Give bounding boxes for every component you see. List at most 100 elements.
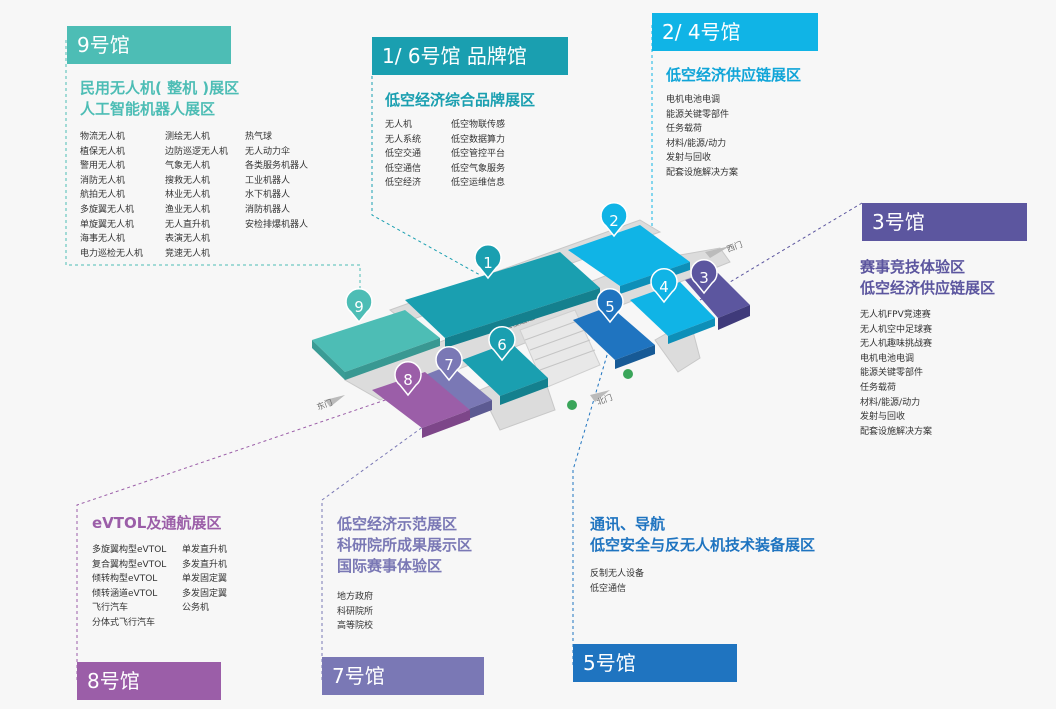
pin-5[interactable]: 5 <box>596 288 624 324</box>
list-item: 电机电池电调 <box>860 353 915 364</box>
list-item: 工业机器人 <box>245 175 291 186</box>
pin-2[interactable]: 2 <box>600 202 628 238</box>
hall-7-title-line: 科研院所成果展示区 <box>337 536 473 554</box>
list-item: 竞速无人机 <box>165 248 211 259</box>
hall-16-col-1: 无人机 无人系统 低空交通 低空通信 低空经济 <box>385 118 451 191</box>
list-item: 材料/能源/动力 <box>860 397 921 408</box>
pin-8[interactable]: 8 <box>394 361 422 397</box>
hall-7-title: 低空经济示范展区 科研院所成果展示区 国际赛事体验区 <box>337 514 472 577</box>
list-item: 任务载荷 <box>860 382 897 393</box>
svg-text:8: 8 <box>403 371 413 389</box>
list-item: 地方政府 <box>337 592 374 602</box>
list-item: 发射与回收 <box>666 153 712 164</box>
leader-line-8 <box>76 394 401 680</box>
hall-8-col-1: 多旋翼构型eVTOL 复合翼构型eVTOL 倾转构型eVTOL 倾转涵道eVTO… <box>92 543 182 631</box>
hall-5-title-line: 低空安全与反无人机技术装备展区 <box>590 536 816 554</box>
list-item: 低空通信 <box>385 163 422 174</box>
hall-8-item-list: 多旋翼构型eVTOL 复合翼构型eVTOL 倾转构型eVTOL 倾转涵道eVTO… <box>92 543 252 631</box>
pin-6[interactable]: 6 <box>488 326 516 362</box>
list-item: 配套设施解决方案 <box>666 167 739 178</box>
hall-3-item-list: 无人机FPV竞速赛 无人机空中足球赛 无人机趣味挑战赛 电机电池电调 能源关键零… <box>860 308 932 439</box>
list-item: 电机电池电调 <box>666 95 721 105</box>
pin-1[interactable]: 1 <box>474 244 502 280</box>
hall-24-title: 低空经济供应链展区 <box>666 66 802 84</box>
pin-9[interactable]: 9 <box>345 288 373 324</box>
list-item: 电力巡检无人机 <box>80 248 144 259</box>
hall-9-col-3: 热气球 无人动力伞 各类服务机器人 工业机器人 水下机器人 消防机器人 安检排爆… <box>245 130 335 261</box>
list-item: 倾转构型eVTOL <box>92 574 158 585</box>
hall-8-block[interactable] <box>372 372 470 438</box>
list-item: 低空管控平台 <box>451 149 506 160</box>
list-item: 多发固定翼 <box>182 588 228 599</box>
list-item: 发射与回收 <box>860 412 906 423</box>
hall-7-item-list: 地方政府 科研院所 高等院校 <box>337 590 373 634</box>
hall-5-block[interactable] <box>573 306 655 369</box>
list-item: 气象无人机 <box>165 161 211 172</box>
list-item: 材料/能源/动力 <box>666 138 727 149</box>
list-item: 海事无人机 <box>80 234 126 245</box>
list-item: 无人机空中足球赛 <box>860 324 933 335</box>
list-item: 复合翼构型eVTOL <box>92 559 167 570</box>
pin-3[interactable]: 3 <box>690 259 718 295</box>
list-item: 低空物联传感 <box>451 120 506 130</box>
hall-9-title: 民用无人机( 整机 )展区 人工智能机器人展区 <box>80 78 239 120</box>
list-item: 各类服务机器人 <box>245 161 309 172</box>
list-item: 反制无人设备 <box>590 569 645 579</box>
list-item: 高等院校 <box>337 621 374 632</box>
hall-7-tag: 7号馆 <box>322 657 484 695</box>
hall-6-block[interactable] <box>462 342 548 405</box>
list-item: 消防机器人 <box>245 204 291 215</box>
hall-8-title: eVTOL及通航展区 <box>92 514 222 532</box>
hall-3-tag: 3号馆 <box>862 203 1027 241</box>
list-item: 单旋翼无人机 <box>80 219 135 230</box>
hall-8-col-2: 单发直升机 多发直升机 单发固定翼 多发固定翼 公务机 <box>182 543 252 631</box>
pin-4[interactable]: 4 <box>650 268 678 304</box>
west-gate-arrow <box>705 246 730 258</box>
list-item: 任务载荷 <box>666 124 703 135</box>
hall-9-title-line: 人工智能机器人展区 <box>80 100 216 118</box>
list-item: 植保无人机 <box>80 146 126 157</box>
hall-3-title-line: 低空经济供应链展区 <box>860 279 996 297</box>
list-item: 低空经济 <box>385 178 422 189</box>
hall-9-tag: 9号馆 <box>67 26 231 64</box>
list-item: 无人机趣味挑战赛 <box>860 339 933 350</box>
list-item: 低空运维信息 <box>451 178 506 189</box>
pin-7[interactable]: 7 <box>435 346 463 382</box>
list-item: 渔业无人机 <box>165 204 211 215</box>
hall-8-tag: 8号馆 <box>77 662 221 700</box>
hall-3-title: 赛事竞技体验区 低空经济供应链展区 <box>860 257 995 299</box>
list-item: 热气球 <box>245 132 273 142</box>
list-item: 飞行汽车 <box>92 603 129 614</box>
list-item: 多旋翼构型eVTOL <box>92 545 167 555</box>
hall-9-block[interactable] <box>312 310 440 380</box>
svg-text:6: 6 <box>497 336 507 354</box>
list-item: 警用无人机 <box>80 161 126 172</box>
list-item: 搜救无人机 <box>165 175 211 186</box>
hall-4-block[interactable] <box>630 282 715 344</box>
list-item: 表演无人机 <box>165 234 211 245</box>
list-item: 水下机器人 <box>245 190 291 201</box>
hall-7-block[interactable] <box>425 365 492 420</box>
list-item: 公务机 <box>182 603 210 614</box>
svg-text:5: 5 <box>605 298 615 316</box>
hall-24-tag: 2/ 4号馆 <box>652 13 818 51</box>
list-item: 单发直升机 <box>182 545 228 555</box>
svg-text:4: 4 <box>659 278 669 296</box>
hall-7-title-line: 低空经济示范展区 <box>337 515 458 533</box>
hall-5-tag: 5号馆 <box>573 644 737 682</box>
svg-text:2: 2 <box>609 212 619 230</box>
leader-line-5 <box>572 344 611 665</box>
list-item: 科研院所 <box>337 606 374 617</box>
hall-16-title: 低空经济综合品牌展区 <box>385 91 536 109</box>
svg-text:9: 9 <box>354 298 364 316</box>
hall-1-block[interactable] <box>405 252 600 348</box>
list-item: 分体式飞行汽车 <box>92 617 156 628</box>
east-gate-label: 东门 <box>315 397 333 412</box>
list-item: 低空气象服务 <box>451 163 506 174</box>
leader-line-16 <box>371 76 481 276</box>
list-item: 能源关键零部件 <box>860 368 924 379</box>
list-item: 多旋翼无人机 <box>80 204 135 215</box>
hall-16-col-2: 低空物联传感 低空数据算力 低空管控平台 低空气象服务 低空运维信息 <box>451 118 531 191</box>
svg-text:1: 1 <box>483 254 493 272</box>
